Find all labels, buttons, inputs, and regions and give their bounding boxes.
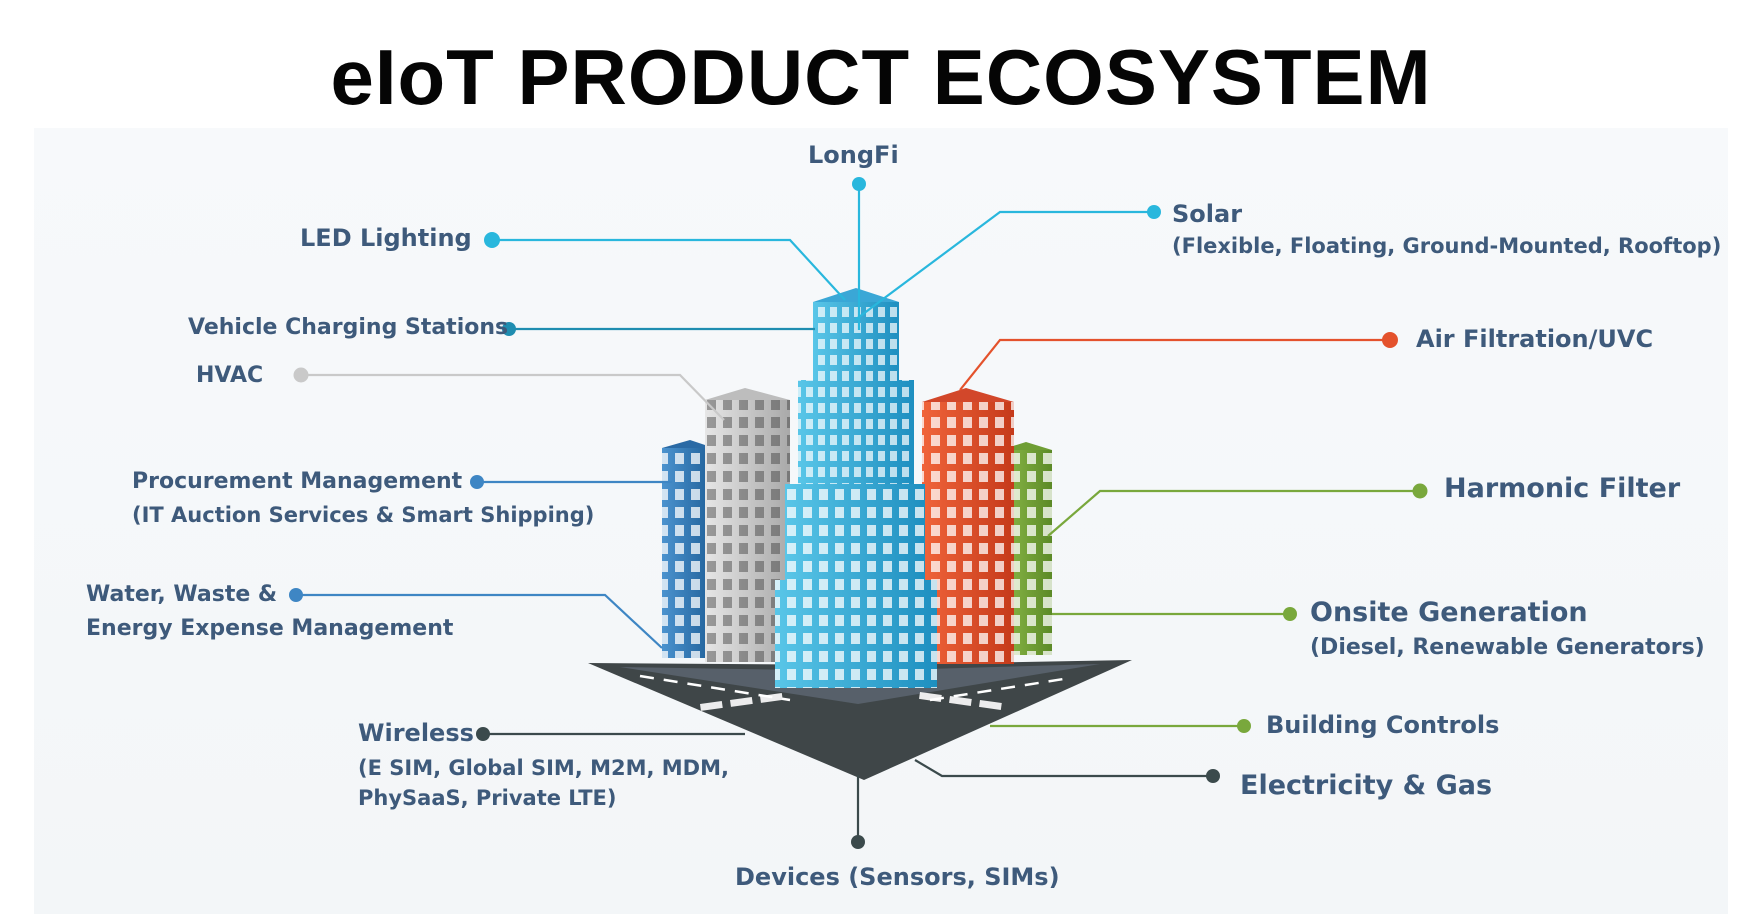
- label-water-line1: Water, Waste &: [86, 582, 278, 607]
- label-wireless-sub2: PhySaaS, Private LTE): [358, 785, 617, 810]
- label-harmonic-filter: Harmonic Filter: [1444, 473, 1681, 504]
- building-cyan-tower: [775, 288, 937, 688]
- label-onsite-sub: (Diesel, Renewable Generators): [1310, 634, 1705, 660]
- label-led-lighting: LED Lighting: [300, 224, 472, 252]
- connector-lines: [296, 184, 1420, 842]
- endpoint-dots: [289, 177, 1428, 849]
- label-devices: Devices (Sensors, SIMs): [735, 863, 1060, 891]
- page-title: eIoT PRODUCT ECOSYSTEM: [330, 33, 1432, 121]
- label-wireless-sub1: (E SIM, Global SIM, M2M, MDM,: [358, 755, 729, 780]
- label-air-filtration: Air Filtration/UVC: [1416, 325, 1654, 353]
- label-solar-sub: (Flexible, Floating, Ground-Mounted, Roo…: [1172, 234, 1722, 258]
- label-solar: Solar (Flexible, Floating, Ground-Mounte…: [1172, 199, 1721, 259]
- building-orange: [922, 388, 1014, 664]
- label-water-line2: Energy Expense Management: [86, 615, 454, 641]
- label-wireless-title: Wireless: [358, 719, 474, 747]
- label-onsite-title: Onsite Generation: [1310, 597, 1588, 628]
- label-solar-title: Solar: [1172, 200, 1243, 228]
- label-onsite-generation: Onsite Generation (Diesel, Renewable Gen…: [1310, 596, 1705, 661]
- label-vehicle-charging: Vehicle Charging Stations: [188, 315, 509, 340]
- label-wireless: Wireless (E SIM, Global SIM, M2M, MDM, P…: [358, 718, 729, 811]
- label-hvac: HVAC: [196, 363, 264, 388]
- label-longfi: LongFi: [808, 141, 899, 169]
- label-building-controls: Building Controls: [1266, 711, 1500, 739]
- label-procurement-sub: (IT Auction Services & Smart Shipping): [132, 502, 595, 527]
- label-procurement: Procurement Management (IT Auction Servi…: [132, 468, 594, 528]
- label-water: Water, Waste & Energy Expense Management: [86, 581, 453, 642]
- label-procurement-title: Procurement Management: [132, 469, 463, 494]
- label-electricity-gas: Electricity & Gas: [1240, 770, 1493, 801]
